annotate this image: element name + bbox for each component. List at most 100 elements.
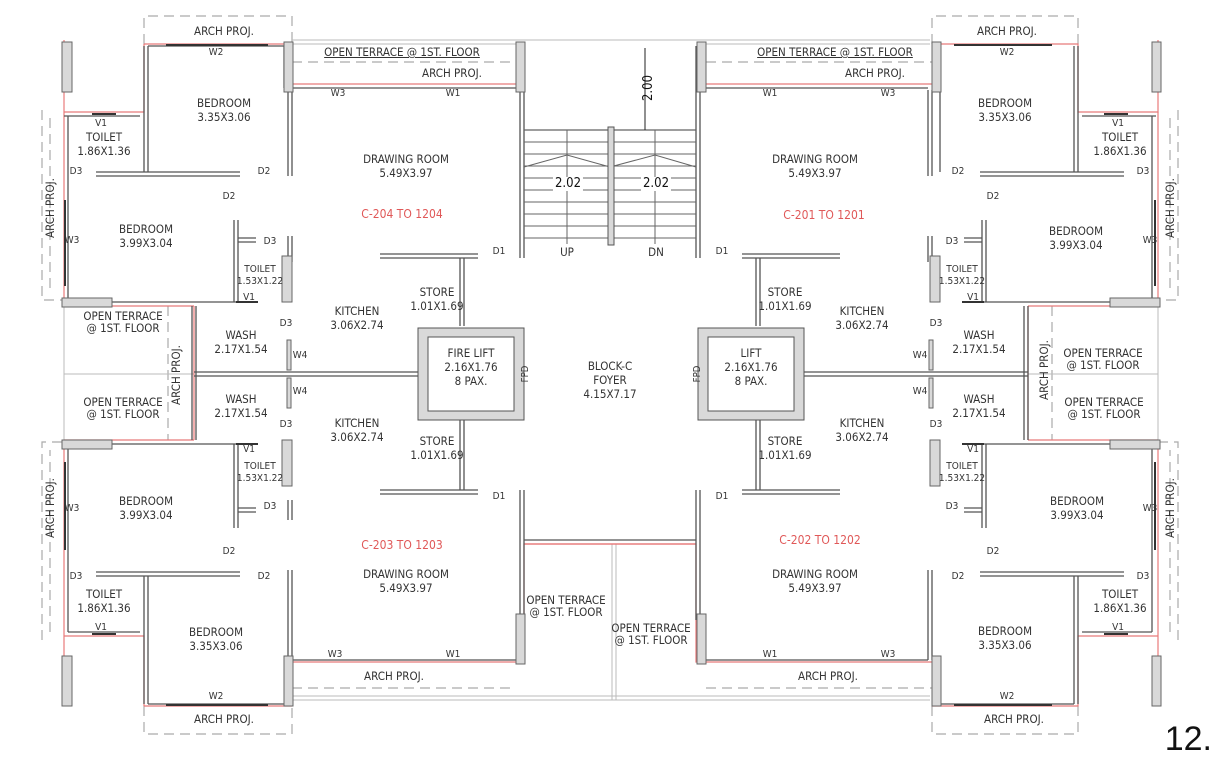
tag-d3-bl-c: D3: [279, 419, 293, 430]
unit-label-c203: C-203 TO 1203: [361, 538, 443, 552]
tag-w3-br: W3: [1142, 503, 1158, 514]
tag-d3-tr-c: D3: [929, 318, 943, 329]
tag-d2-tr-b: D2: [986, 191, 1000, 202]
label-arch-proj-right-bottom: ARCH PROJ.: [1163, 478, 1177, 538]
tag-w4-tl: W4: [292, 350, 308, 361]
label-terrace-bottom-center-left: OPEN TERRACE@ 1ST. FLOOR: [526, 593, 606, 619]
label-arch-proj-bottom-right: ARCH PROJ.: [984, 712, 1044, 726]
tag-w2-br: W2: [999, 691, 1015, 702]
tag-w3-tl: W3: [64, 235, 80, 246]
tag-w2-tl: W2: [208, 47, 224, 58]
tag-v1-tr-b: V1: [967, 292, 979, 303]
tag-v1-bl: V1: [95, 622, 107, 633]
label-stair-up: UP: [560, 245, 574, 259]
label-arch-proj-bottom-left: ARCH PROJ.: [194, 712, 254, 726]
label-arch-proj-mid-left: ARCH PROJ.: [169, 345, 183, 405]
label-terrace-bottom-center-right: OPEN TERRACE@ 1ST. FLOOR: [611, 621, 691, 647]
tag-v1-tl-b: V1: [243, 292, 255, 303]
tag-d3-bl-a: D3: [69, 571, 83, 582]
tag-w3-bl-bottom: W3: [327, 649, 343, 660]
unit-label-c204: C-204 TO 1204: [361, 207, 443, 221]
tag-d3-tl-a: D3: [69, 166, 83, 177]
dim-stair-left: 2.02: [552, 176, 584, 191]
tag-v1-tl: V1: [95, 118, 107, 129]
arch-projection-dashes: [41, 15, 1179, 735]
lift-shafts: [417, 327, 805, 421]
tag-d2-tl-a: D2: [257, 166, 271, 177]
tag-d2-br-b: D2: [986, 546, 1000, 557]
label-arch-proj-top-right: ARCH PROJ.: [977, 24, 1037, 38]
dim-stair-landing: 2.00: [641, 74, 656, 102]
tag-w2-bl: W2: [208, 691, 224, 702]
tag-d1-tr: D1: [715, 246, 729, 257]
tag-v1-tr: V1: [1112, 118, 1124, 129]
tag-d3-bl-b: D3: [263, 501, 277, 512]
dim-stair-right: 2.02: [640, 176, 672, 191]
tag-d1-br: D1: [715, 491, 729, 502]
tag-w1-bl-bottom: W1: [445, 649, 461, 660]
tag-d3-tr-a: D3: [1136, 166, 1150, 177]
tag-w1-tr-top: W1: [762, 88, 778, 99]
label-arch-proj-top-center-left: ARCH PROJ.: [422, 66, 482, 80]
label-arch-proj-top-left: ARCH PROJ.: [194, 24, 254, 38]
tag-v1-bl-b: V1: [243, 444, 255, 455]
label-terrace-right-upper: OPEN TERRACE@ 1ST. FLOOR: [1063, 346, 1143, 372]
label-arch-proj-top-center-right: ARCH PROJ.: [845, 66, 905, 80]
label-arch-proj-left-bottom: ARCH PROJ.: [43, 478, 57, 538]
tag-d1-tl: D1: [492, 246, 506, 257]
label-arch-proj-bottom-center-right: ARCH PROJ.: [798, 669, 858, 683]
tag-w1-br-bottom: W1: [762, 649, 778, 660]
label-terrace-top-right: OPEN TERRACE @ 1ST. FLOOR: [757, 45, 913, 59]
tag-d3-br-a: D3: [1136, 571, 1150, 582]
tag-d3-tr-b: D3: [945, 236, 959, 247]
unit-label-c201: C-201 TO 1201: [783, 208, 865, 222]
page-number: 12.: [1164, 720, 1212, 758]
label-terrace-right-lower: OPEN TERRACE@ 1ST. FLOOR: [1064, 395, 1144, 421]
tag-w3-br-bottom: W3: [880, 649, 896, 660]
window-lines: [64, 44, 1156, 706]
tag-w2-tr: W2: [999, 47, 1015, 58]
label-arch-proj-right-top: ARCH PROJ.: [1163, 178, 1177, 238]
tag-w3-tr-top: W3: [880, 88, 896, 99]
label-arch-proj-mid-right: ARCH PROJ.: [1037, 340, 1051, 400]
tag-v1-br: V1: [1112, 622, 1124, 633]
tag-w4-br: W4: [912, 386, 928, 397]
tag-w4-bl: W4: [292, 386, 308, 397]
tag-d1-bl: D1: [492, 491, 506, 502]
tag-w3-tl-top: W3: [330, 88, 346, 99]
label-terrace-left-lower: OPEN TERRACE@ 1ST. FLOOR: [83, 395, 163, 421]
tag-d2-tr-a: D2: [951, 166, 965, 177]
tag-w3-tr: W3: [1142, 235, 1158, 246]
